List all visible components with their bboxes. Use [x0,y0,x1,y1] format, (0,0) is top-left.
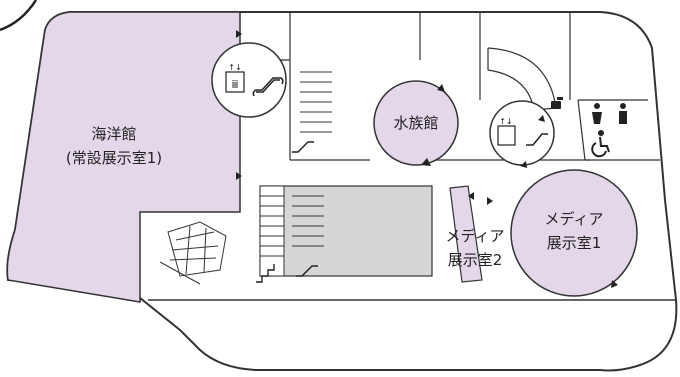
media-room-2-label-line1: メディア [446,227,505,245]
stairs-icon [256,264,275,283]
media-room-1-label-line1: メディア [545,210,604,228]
svg-text:↑↓: ↑↓ [228,63,241,72]
accessible-icon [591,130,610,158]
svg-text:↑↓: ↑↓ [499,117,512,126]
media-room-1-label-line2: 展示室1 [547,234,602,252]
escalator-icon [526,133,548,146]
elevator-icon: ↑↓ [497,117,516,146]
aquarium-room [373,80,459,166]
elevator-escalator-cluster-west: ↑↓ ⅲ [211,42,287,118]
marine-hall-room [6,11,241,303]
marine-hall-label-line1: 海洋館 [91,125,136,143]
aquarium-label: 水族館 [393,114,438,132]
elevator-escalator-cluster-east: ↑↓ [489,100,555,166]
escalator-icon [252,77,284,97]
escalator-icon [296,265,318,277]
entrance-arrow-icon [236,30,618,288]
escalator-icon [292,141,314,153]
main-staircase [259,185,433,277]
water-fountain-icon [551,97,563,109]
media-room-2-room [449,185,483,283]
ship-model-icon [159,221,227,285]
marine-hall-label-line2: (常設展示室1) [66,149,162,167]
upper-staircase [300,71,332,133]
elevator-icon: ↑↓ ⅲ [225,63,245,93]
restroom-icon [592,103,627,124]
media-room-2-label-line2: 展示室2 [448,251,503,269]
floor-badge [0,0,38,32]
media-room-1-room [510,169,638,297]
svg-text:ⅲ: ⅲ [231,78,238,91]
